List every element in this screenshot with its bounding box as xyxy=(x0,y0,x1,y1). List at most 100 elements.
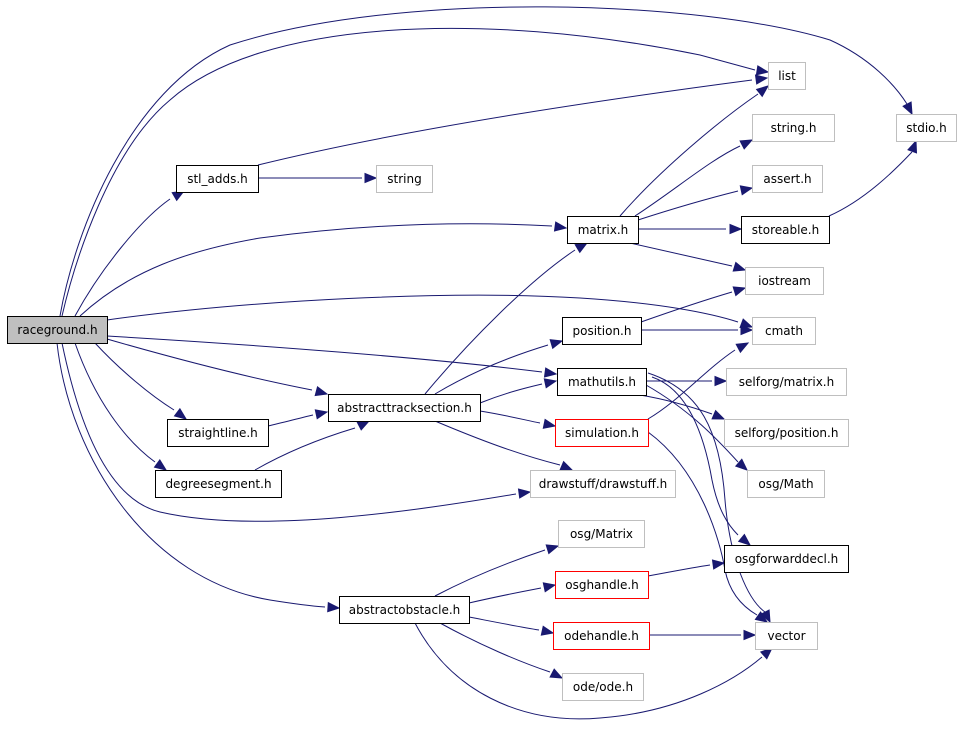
edge-mathutils-to-selforg_position xyxy=(639,394,726,420)
edge-raceground-to-matrix xyxy=(79,221,568,317)
node-straightline[interactable]: straightline.h xyxy=(167,419,269,447)
edge-line xyxy=(645,384,739,463)
node-label: mathutils.h xyxy=(568,375,636,389)
edge-line xyxy=(257,79,753,166)
node-label: raceground.h xyxy=(17,323,97,337)
node-label: degreesegment.h xyxy=(165,477,271,491)
node-label: osgforwarddecl.h xyxy=(735,552,839,566)
edge-line xyxy=(647,564,711,577)
edge-arrowhead xyxy=(314,385,329,397)
edge-arrowhead xyxy=(542,582,557,593)
edge-raceground-to-straightline xyxy=(94,342,188,420)
edge-arrowhead xyxy=(739,185,754,196)
edge-line xyxy=(619,93,759,217)
node-label: vector xyxy=(767,629,805,643)
edge-mathutils-to-selforg_matrix xyxy=(646,375,728,387)
node-box xyxy=(752,114,835,142)
node-matrix[interactable]: matrix.h xyxy=(567,216,639,244)
node-ode: ode/ode.h xyxy=(562,673,644,701)
node-box xyxy=(155,470,282,498)
edge-abstracttracksection-to-position xyxy=(434,339,564,395)
node-box xyxy=(7,316,108,344)
edge-odehandle-to-vector xyxy=(649,629,757,641)
edge-position-to-cmath xyxy=(641,324,754,336)
node-odehandle[interactable]: odehandle.h xyxy=(553,622,650,650)
node-box xyxy=(530,470,676,498)
edge-line xyxy=(468,587,542,604)
edge-osghandle-to-osgforwarddecl xyxy=(647,559,726,577)
edge-matrix-to-string_h xyxy=(634,139,754,217)
node-label: list xyxy=(778,69,796,83)
node-box xyxy=(755,622,818,650)
edge-line xyxy=(254,427,356,471)
node-label: selforg/position.h xyxy=(735,426,839,440)
edge-line xyxy=(434,344,549,395)
edge-line xyxy=(640,291,733,323)
node-abstracttracksection[interactable]: abstracttracksection.h xyxy=(328,394,481,422)
node-label: iostream xyxy=(758,274,811,288)
edge-mathutils-to-osg_math xyxy=(645,384,748,471)
node-stl-adds[interactable]: stl_adds.h xyxy=(176,165,259,193)
node-box xyxy=(555,571,649,599)
node-degreesegment[interactable]: degreesegment.h xyxy=(155,470,282,498)
edge-arrowhead xyxy=(735,342,750,354)
graph-nodes: raceground.hliststdio.hstring.hstl_adds.… xyxy=(7,62,957,701)
edge-arrowhead xyxy=(711,409,726,420)
edge-arrowhead xyxy=(714,375,728,387)
edge-arrowhead xyxy=(364,172,378,184)
node-mathutils[interactable]: mathutils.h xyxy=(557,368,647,396)
edge-arrowhead xyxy=(543,378,558,389)
edge-straightline-to-abstracttracksection xyxy=(267,409,329,427)
node-position[interactable]: position.h xyxy=(562,317,642,345)
node-label: abstractobstacle.h xyxy=(349,603,461,617)
edge-raceground-to-abstracttracksection xyxy=(106,338,329,397)
edge-arrowhead xyxy=(902,101,913,116)
node-storeable[interactable]: storeable.h xyxy=(741,216,830,244)
edge-arrowhead xyxy=(356,420,371,431)
edge-arrowhead xyxy=(754,74,769,85)
edge-arrowhead xyxy=(542,418,557,429)
node-box xyxy=(724,545,849,573)
edge-matrix-to-list xyxy=(619,85,770,217)
node-box xyxy=(555,419,649,447)
node-box xyxy=(339,596,470,624)
edge-arrowhead xyxy=(740,324,754,336)
edge-arrowhead xyxy=(553,221,568,232)
edge-arrowhead xyxy=(545,544,560,555)
edge-raceground-to-mathutils xyxy=(106,335,558,378)
edge-line xyxy=(74,198,171,317)
node-label: matrix.h xyxy=(578,223,629,237)
node-box xyxy=(724,419,849,447)
edge-simulation-to-cmath xyxy=(647,342,750,420)
edge-line xyxy=(56,342,326,608)
node-osghandle[interactable]: osghandle.h xyxy=(555,571,649,599)
node-label: position.h xyxy=(573,324,632,338)
edge-abstractobstacle-to-ode xyxy=(439,622,564,679)
node-raceground[interactable]: raceground.h xyxy=(7,316,108,344)
edge-line xyxy=(479,410,541,424)
edge-arrowhead xyxy=(729,223,743,235)
node-simulation[interactable]: simulation.h xyxy=(555,419,649,447)
node-abstractobstacle[interactable]: abstractobstacle.h xyxy=(339,596,470,624)
edge-mathutils-to-osgforwarddecl xyxy=(651,376,752,546)
node-label: straightline.h xyxy=(178,426,258,440)
edge-line xyxy=(61,342,517,522)
edge-simulation-to-vector xyxy=(647,431,769,623)
edge-raceground-to-cmath xyxy=(106,294,754,329)
node-box xyxy=(176,165,259,193)
edge-raceground-to-stdio xyxy=(59,6,913,317)
edge-arrowhead xyxy=(739,139,754,150)
edge-line xyxy=(434,420,561,466)
edge-line xyxy=(59,6,908,317)
node-osgforwarddecl[interactable]: osgforwarddecl.h xyxy=(724,545,849,573)
edge-arrowhead xyxy=(734,458,748,471)
edge-abstractobstacle-to-osghandle xyxy=(468,582,557,604)
node-box xyxy=(167,419,269,447)
node-label: odehandle.h xyxy=(564,629,639,643)
node-label: assert.h xyxy=(763,172,811,186)
edge-arrowhead xyxy=(754,611,769,623)
node-vector: vector xyxy=(755,622,818,650)
edge-arrowhead xyxy=(743,629,757,641)
edge-arrowhead xyxy=(549,668,564,679)
node-box xyxy=(745,267,824,295)
